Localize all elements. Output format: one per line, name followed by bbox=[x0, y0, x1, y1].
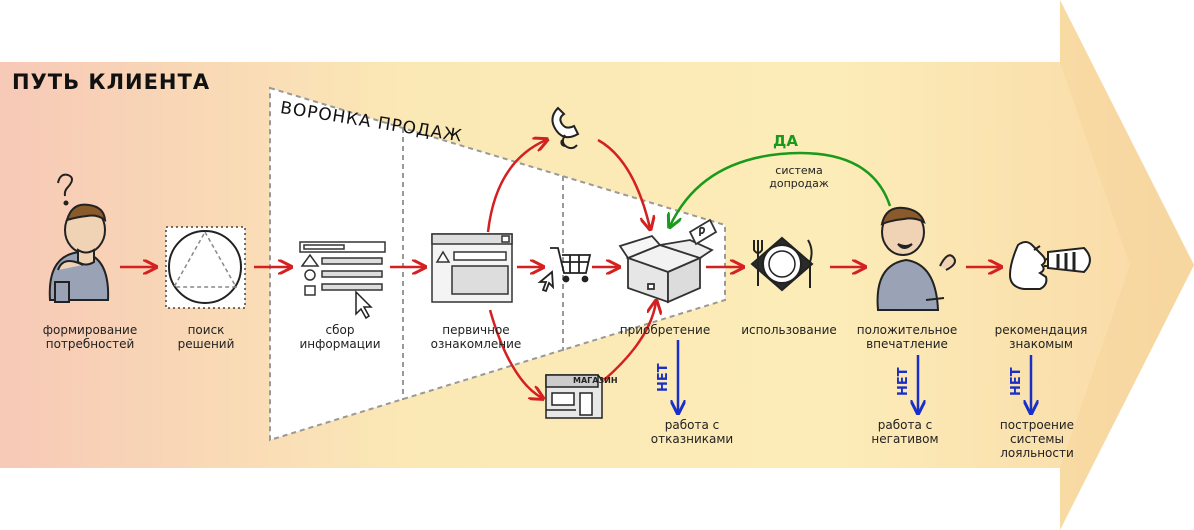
shop-sign: МАГАЗИН bbox=[573, 376, 618, 385]
shop-icon bbox=[545, 374, 603, 419]
stage-label-recommend: рекомендация знакомым bbox=[994, 323, 1088, 351]
stage-label-purchase: приобретение bbox=[619, 323, 711, 337]
upsell-label: система допродаж bbox=[769, 164, 829, 190]
band-shade bbox=[1060, 0, 1194, 530]
stage-label-info: сбор информации bbox=[299, 323, 381, 351]
negative-label-loyalty: построение системы лояльности bbox=[999, 418, 1075, 460]
stage-label-usage: использование bbox=[741, 323, 837, 337]
browser-window-icon bbox=[431, 233, 513, 303]
yes-arrow bbox=[670, 151, 892, 226]
flow-arrows bbox=[120, 140, 1000, 398]
stage-label-needs: формирование потребностей bbox=[42, 323, 138, 351]
plate-icon bbox=[750, 236, 814, 292]
no-arrows bbox=[678, 340, 1031, 412]
negative-label-refusers: работа с отказниками bbox=[650, 418, 734, 446]
stage-label-search: поиск решений bbox=[177, 323, 235, 351]
telephone-icon bbox=[551, 106, 580, 150]
form-icon bbox=[299, 241, 386, 320]
no-label-positive: НЕТ bbox=[896, 367, 911, 396]
cart-icon bbox=[537, 247, 592, 293]
yes-label: ДА bbox=[773, 132, 798, 150]
no-label-recommend: НЕТ bbox=[1009, 367, 1024, 396]
page-title: ПУТЬ КЛИЕНТА bbox=[12, 70, 211, 94]
thinking-person-icon bbox=[48, 173, 110, 303]
box-icon bbox=[618, 218, 718, 304]
negative-label-negativity: работа с негативом bbox=[871, 418, 939, 446]
speaking-head-icon bbox=[1008, 241, 1091, 290]
no-label-purchase: НЕТ bbox=[656, 363, 671, 392]
stage-label-positive: положительное впечатление bbox=[856, 323, 958, 351]
triangle-circle-icon bbox=[165, 226, 246, 309]
happy-person-icon bbox=[876, 206, 956, 311]
stage-label-intro: первичное ознакомление bbox=[430, 323, 522, 351]
